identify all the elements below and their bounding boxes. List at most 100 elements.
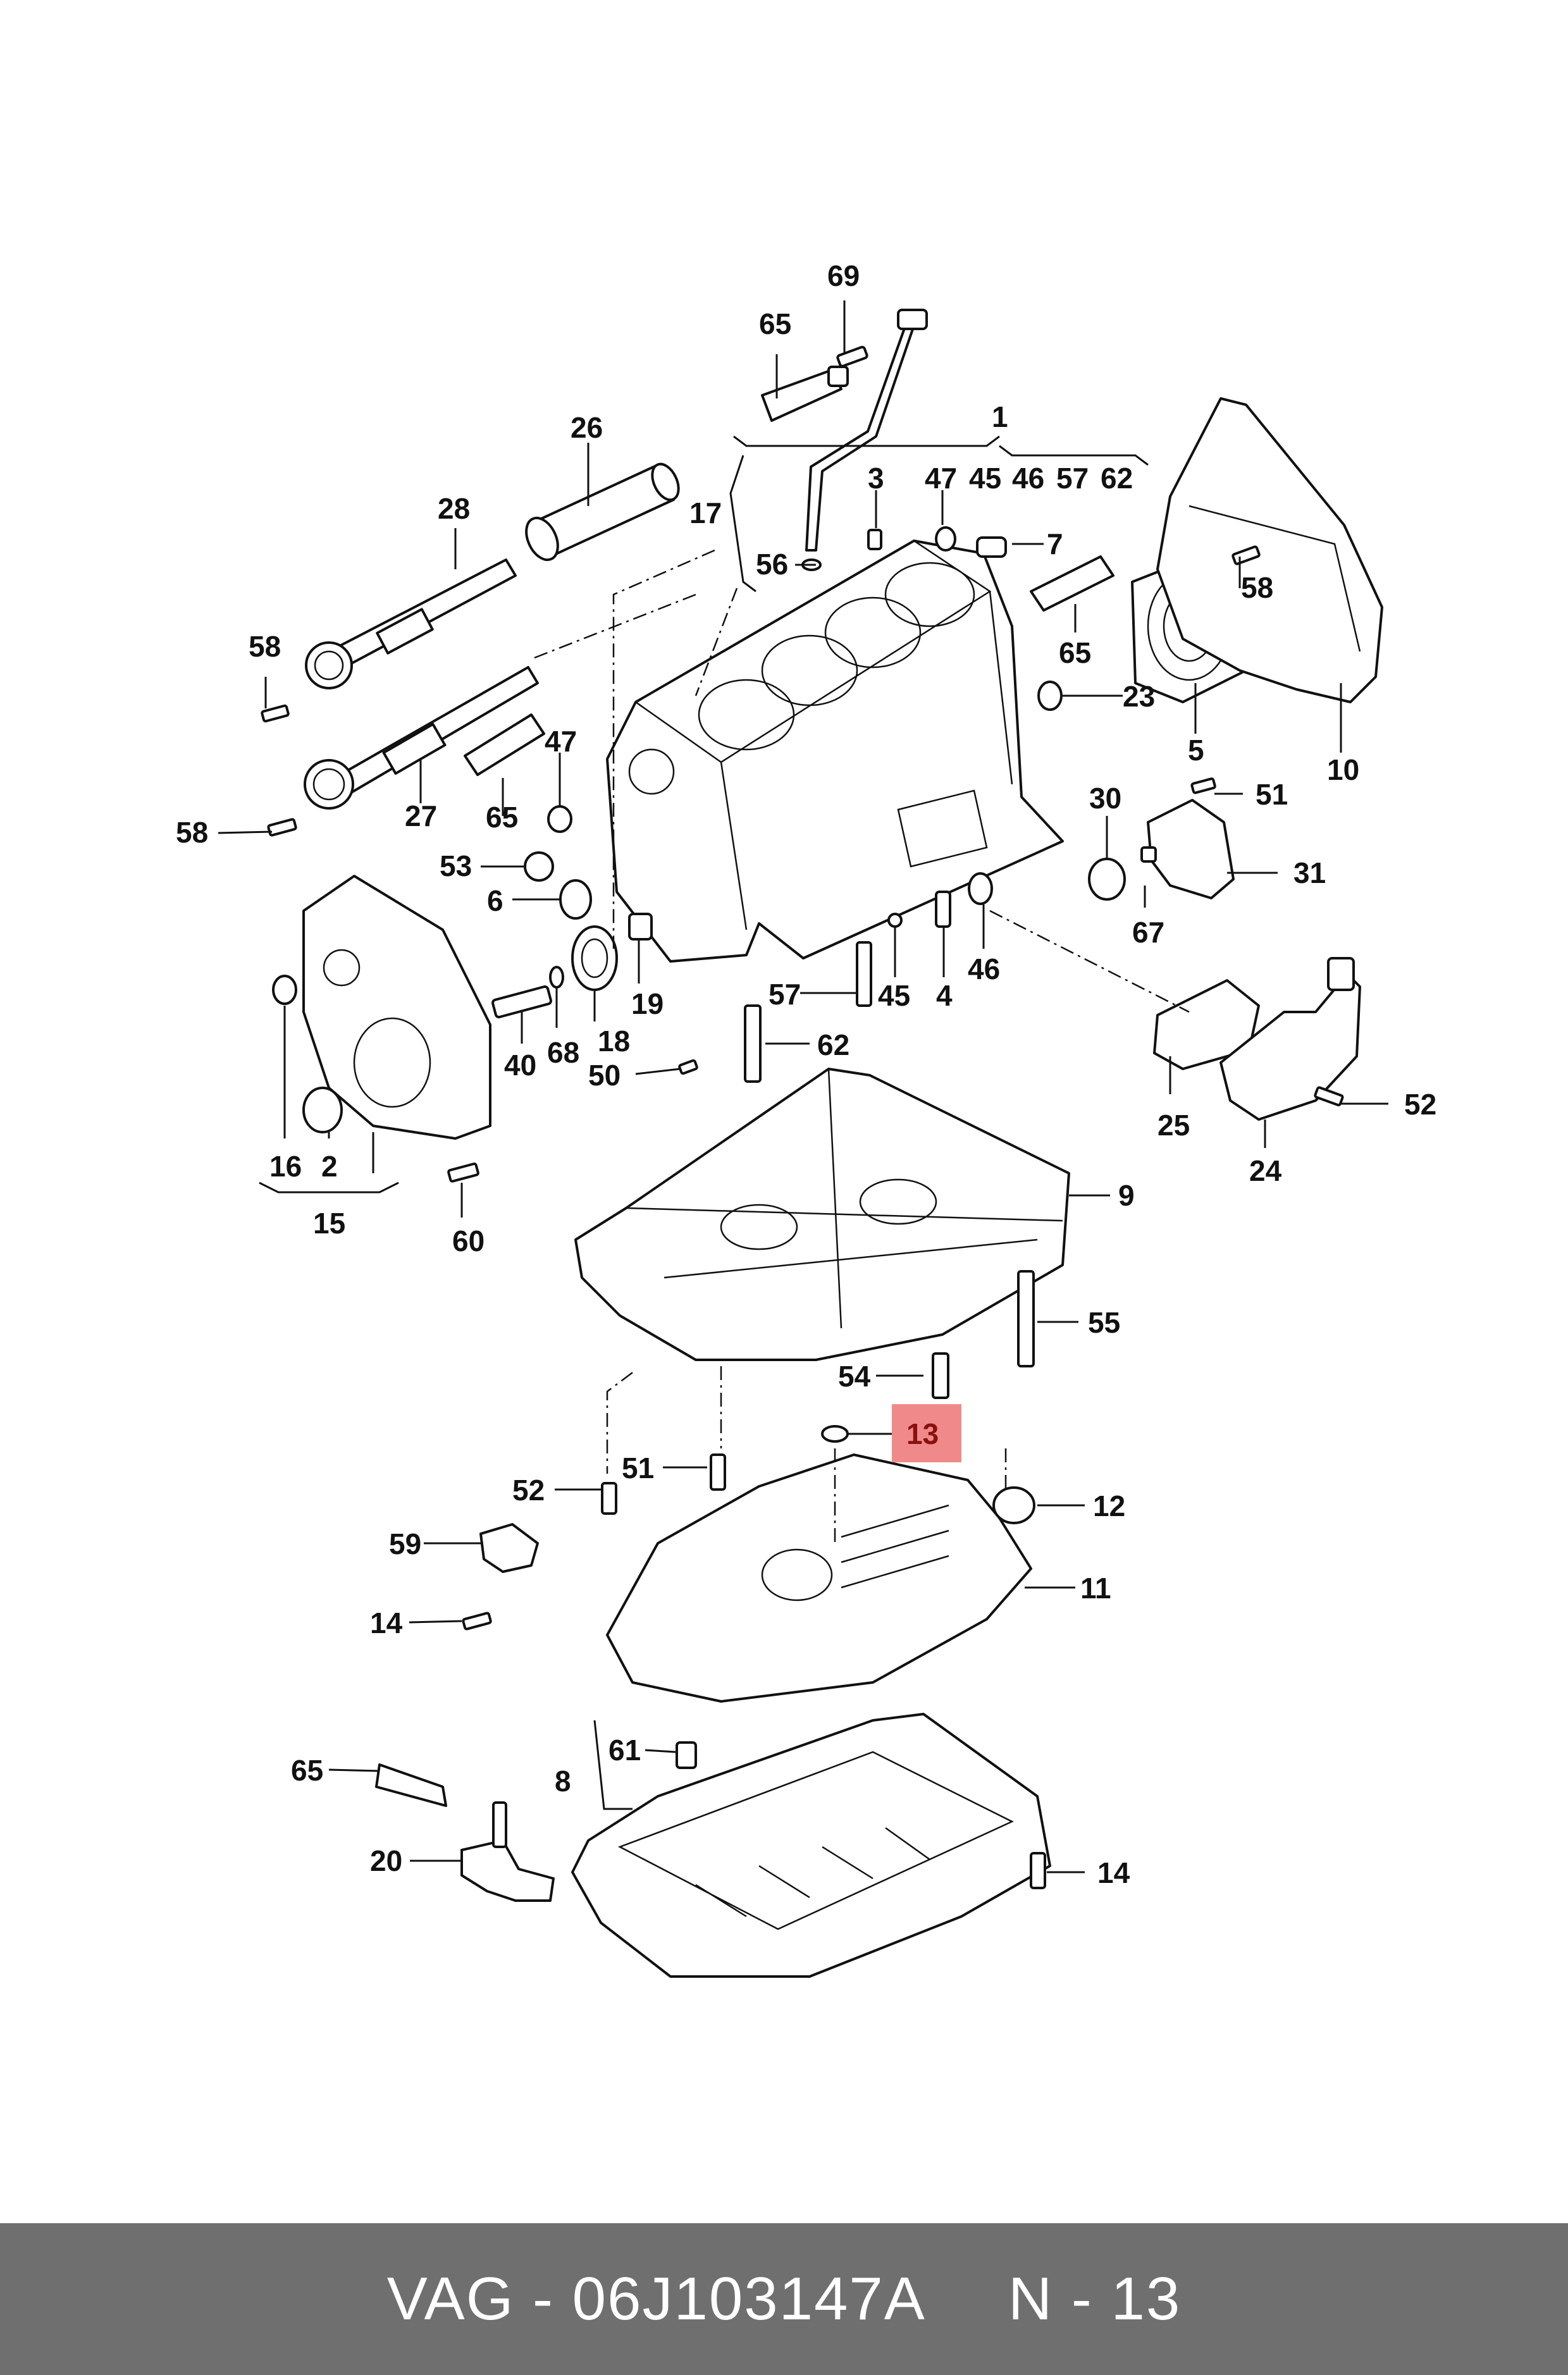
dowel-3 bbox=[867, 529, 882, 550]
callout-58: 58 bbox=[1241, 571, 1273, 604]
callout-13: 13 bbox=[906, 1417, 939, 1450]
seal-ring-23 bbox=[1037, 681, 1063, 711]
bolt-14-lower bbox=[1030, 1852, 1046, 1889]
cylinder-block bbox=[606, 540, 1064, 963]
callout-4: 4 bbox=[936, 979, 953, 1012]
callout-46: 46 bbox=[968, 953, 1000, 985]
callout-7: 7 bbox=[1047, 527, 1063, 560]
callout-27: 27 bbox=[405, 799, 437, 832]
callout-1: 1 bbox=[992, 400, 1008, 433]
sealant-tube-65-right bbox=[1030, 555, 1114, 612]
callout-65: 65 bbox=[759, 307, 791, 340]
bolt-58-upper-left bbox=[261, 704, 290, 723]
bolt-40 bbox=[491, 985, 552, 1019]
callout-40: 40 bbox=[504, 1049, 536, 1082]
callout-12: 12 bbox=[1093, 1490, 1125, 1522]
seal-46 bbox=[968, 872, 993, 905]
callout-57: 57 bbox=[1056, 462, 1089, 495]
callout-67: 67 bbox=[1132, 916, 1164, 949]
bolt-52-lower bbox=[601, 1482, 617, 1515]
bolt-55 bbox=[1017, 1270, 1035, 1367]
callout-20: 20 bbox=[370, 1844, 402, 1877]
callout-55: 55 bbox=[1088, 1306, 1120, 1339]
callout-68: 68 bbox=[547, 1036, 579, 1069]
balance-shaft-27 bbox=[304, 666, 539, 810]
callout-5: 5 bbox=[1188, 734, 1204, 767]
balance-shaft-28 bbox=[305, 558, 517, 689]
callout-65: 65 bbox=[291, 1754, 323, 1787]
callout-56: 56 bbox=[756, 548, 788, 581]
cap-12 bbox=[992, 1486, 1035, 1524]
bolt-51-lower bbox=[710, 1453, 726, 1491]
callout-9: 9 bbox=[1118, 1179, 1135, 1212]
callout-labels: 69 65 1 26 28 17 3 47 45 46 57 62 56 7 5… bbox=[176, 259, 1436, 1889]
callout-3: 3 bbox=[868, 462, 884, 495]
bolt-14-upper bbox=[462, 1612, 492, 1631]
bolt-58-lower-left bbox=[267, 818, 297, 837]
callout-14: 14 bbox=[1097, 1856, 1130, 1889]
lower-oil-pan-8 bbox=[571, 1713, 1051, 1978]
pin-50 bbox=[678, 1059, 698, 1075]
callout-59: 59 bbox=[389, 1527, 421, 1560]
callout-50: 50 bbox=[588, 1059, 620, 1092]
sealant-tube-65-bottom bbox=[375, 1763, 447, 1807]
callout-65: 65 bbox=[486, 801, 518, 834]
screw-69 bbox=[836, 345, 868, 367]
upper-oil-pan-9 bbox=[574, 1068, 1070, 1361]
seal-2 bbox=[302, 1087, 343, 1133]
sealant-tube-65-mid bbox=[464, 713, 545, 776]
bolt-60 bbox=[447, 1163, 479, 1183]
callout-30: 30 bbox=[1089, 782, 1121, 815]
plug-47-top bbox=[935, 526, 956, 552]
callout-65: 65 bbox=[1059, 636, 1091, 669]
callout-6: 6 bbox=[487, 884, 503, 917]
intermediate-plate-10 bbox=[1156, 397, 1383, 703]
callout-69: 69 bbox=[827, 259, 860, 292]
bolt-57 bbox=[856, 941, 872, 1007]
callout-46: 46 bbox=[1012, 462, 1044, 495]
callout-58: 58 bbox=[249, 630, 281, 663]
callout-47: 47 bbox=[925, 462, 957, 495]
housing-31 bbox=[1147, 799, 1235, 899]
callout-47: 47 bbox=[545, 725, 577, 758]
seal-6 bbox=[559, 879, 592, 920]
highlight-box-13 bbox=[892, 1404, 961, 1462]
seal-45 bbox=[887, 913, 903, 928]
leader-lines bbox=[218, 300, 1388, 1873]
bolt-54 bbox=[932, 1352, 949, 1399]
callout-26: 26 bbox=[571, 411, 603, 444]
oil-jet-4 bbox=[935, 891, 951, 928]
seal-53 bbox=[524, 851, 554, 882]
part-67 bbox=[1140, 846, 1157, 863]
oil-level-sensor-20 bbox=[460, 1801, 555, 1902]
callout-58: 58 bbox=[176, 816, 208, 849]
callout-23: 23 bbox=[1123, 680, 1155, 713]
bolt-51-upper bbox=[1190, 777, 1216, 794]
balance-shaft-tube-26 bbox=[525, 462, 680, 562]
callout-52: 52 bbox=[512, 1474, 545, 1507]
callout-62: 62 bbox=[817, 1028, 849, 1061]
callout-53: 53 bbox=[440, 849, 472, 882]
callout-61: 61 bbox=[608, 1734, 641, 1767]
callout-52: 52 bbox=[1404, 1088, 1436, 1121]
callout-24: 24 bbox=[1249, 1154, 1282, 1187]
callout-10: 10 bbox=[1327, 753, 1359, 786]
exploded-parts-diagram: 69 65 1 26 28 17 3 47 45 46 57 62 56 7 5… bbox=[176, 259, 1436, 1978]
callout-8: 8 bbox=[555, 1765, 571, 1798]
callout-15: 15 bbox=[313, 1207, 345, 1240]
callout-19: 19 bbox=[631, 987, 664, 1020]
seal-16 bbox=[272, 975, 297, 1005]
pulley-30 bbox=[1088, 858, 1126, 901]
sealant-tube-65-top bbox=[761, 366, 849, 422]
plug-47-mid bbox=[547, 805, 572, 833]
callout-54: 54 bbox=[838, 1360, 871, 1393]
callout-16: 16 bbox=[269, 1150, 302, 1183]
assembly-dash-lines bbox=[534, 549, 1190, 1543]
callout-2: 2 bbox=[321, 1150, 338, 1183]
callout-51: 51 bbox=[622, 1452, 654, 1484]
callout-31: 31 bbox=[1293, 856, 1326, 889]
callout-11: 11 bbox=[1080, 1572, 1111, 1605]
callout-17: 17 bbox=[689, 497, 722, 529]
callout-51: 51 bbox=[1256, 778, 1288, 811]
bolt-52-right bbox=[1314, 1086, 1344, 1107]
